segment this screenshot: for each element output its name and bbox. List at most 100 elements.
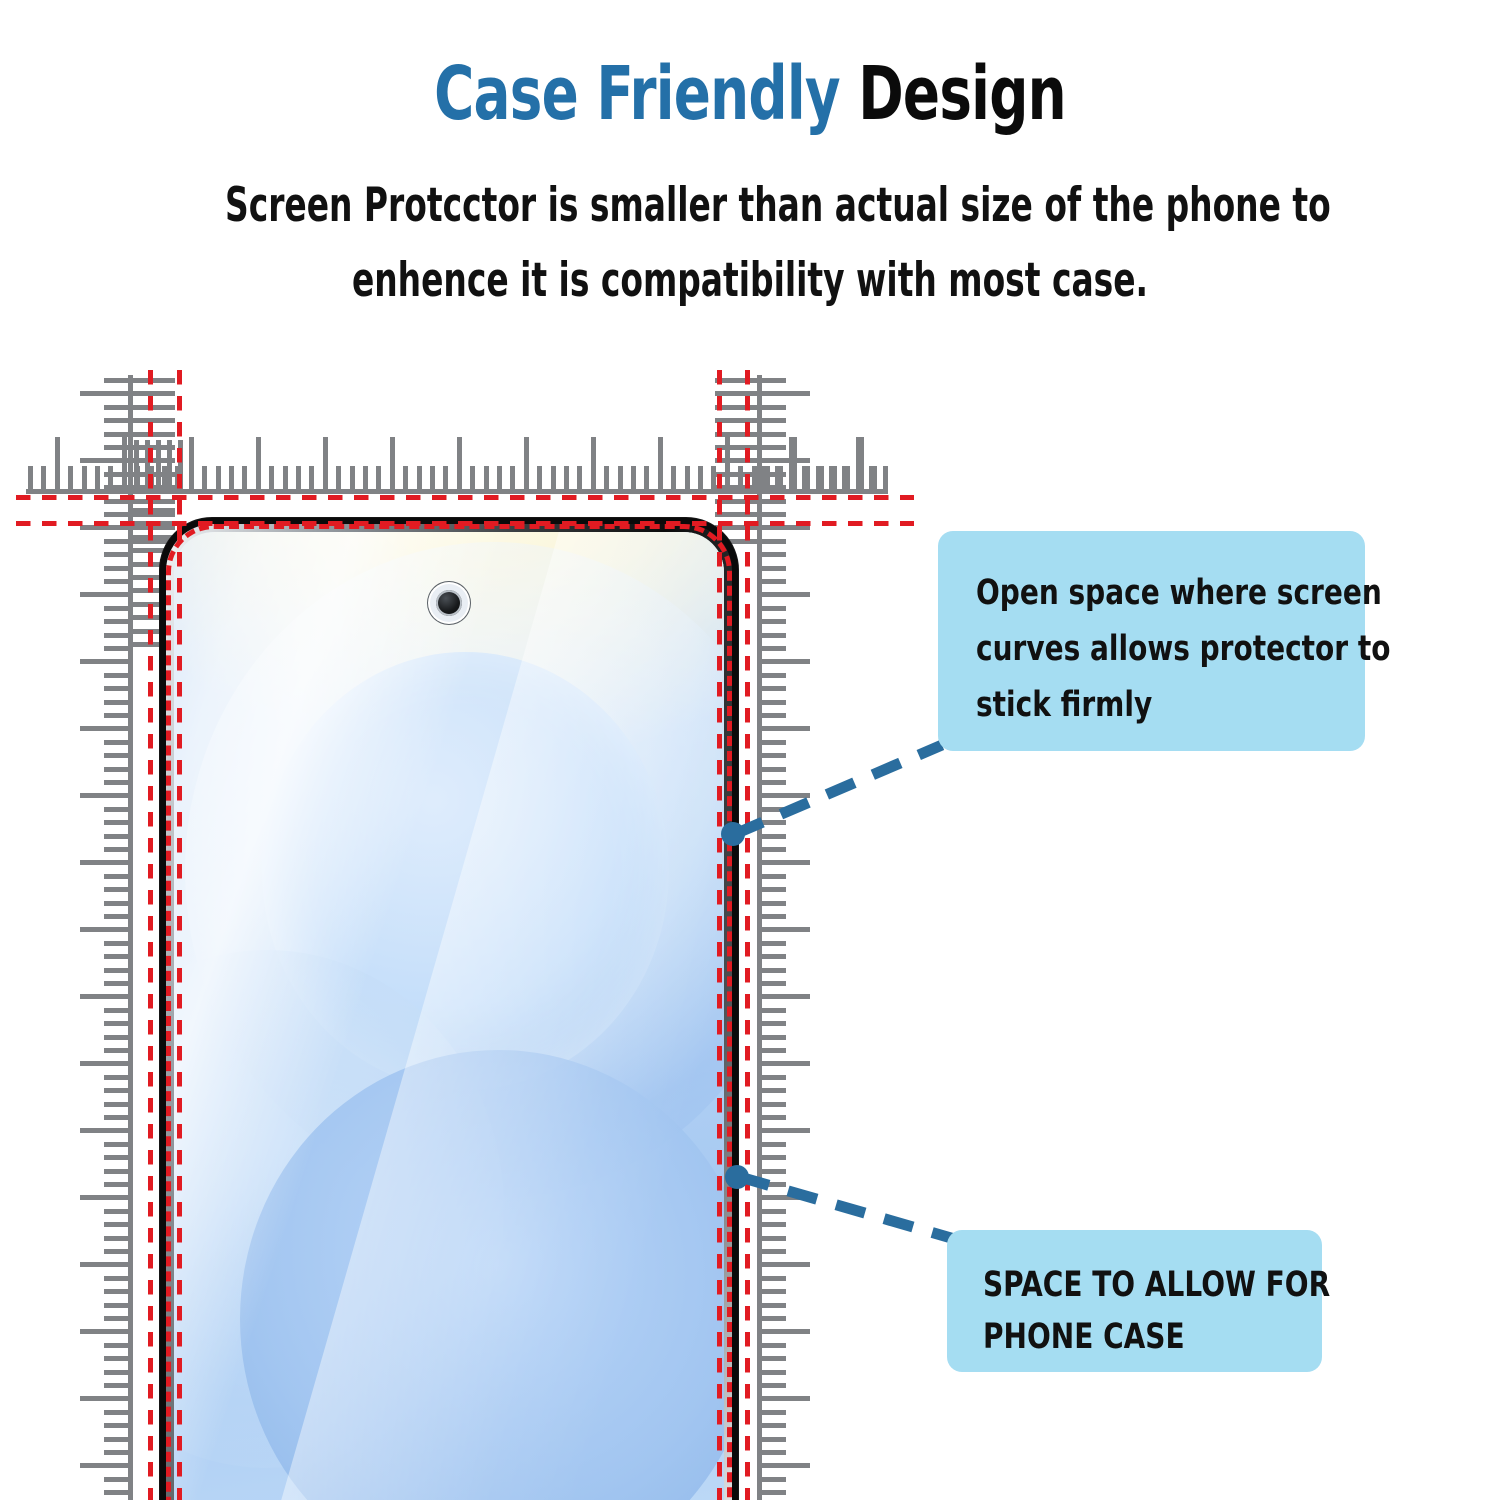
ruler-tick — [762, 1329, 810, 1335]
ruler-tick — [104, 1048, 128, 1053]
ruler-tick — [309, 466, 315, 489]
callout-curve-line-3: stick firmly — [976, 685, 1153, 725]
ruler-tick — [282, 466, 288, 489]
ruler-tick — [715, 485, 757, 491]
ruler-tick — [229, 466, 234, 489]
ruler-tick — [765, 466, 770, 489]
ruler-tick — [443, 466, 449, 489]
ruler-tick — [104, 1168, 128, 1174]
ruler-tick — [818, 466, 824, 489]
ruler-tick — [762, 1262, 810, 1268]
ruler-tick — [104, 1074, 128, 1080]
ruler-tick — [80, 391, 128, 397]
callout-case-line-1: SPACE TO ALLOW FOR — [983, 1265, 1331, 1305]
ruler-tick — [104, 1423, 128, 1429]
ruler-tick — [28, 466, 33, 489]
ruler-tick — [80, 458, 128, 464]
ruler-tick — [762, 445, 786, 450]
ruler-tick — [778, 466, 784, 489]
guide-vertical-inner-left — [177, 370, 182, 1500]
ruler-tick — [80, 525, 128, 531]
ruler-tick — [104, 1182, 128, 1187]
ruler-tick — [104, 806, 128, 812]
ruler-tick — [104, 1115, 128, 1120]
ruler-tick — [762, 418, 786, 424]
ruler-tick — [403, 466, 409, 489]
callout-curve-line-1: Open space where screen — [976, 573, 1382, 613]
ruler-tick — [762, 538, 786, 544]
ruler-tick — [762, 1168, 786, 1174]
ruler-tick — [788, 437, 794, 489]
ruler-tick — [631, 466, 636, 489]
ruler-tick — [104, 820, 128, 826]
ruler-tick — [470, 466, 476, 489]
ruler-tick — [80, 1463, 128, 1469]
ruler-tick — [133, 498, 175, 504]
ruler-tick — [104, 900, 128, 906]
ruler-tick — [104, 753, 128, 759]
ruler-tick — [715, 458, 757, 464]
ruler-tick — [133, 418, 175, 424]
ruler-tick — [762, 1115, 786, 1120]
ruler-tick — [762, 686, 786, 692]
ruler-tick — [762, 1182, 786, 1187]
ruler-tick — [762, 753, 786, 759]
guide-horizontal-upper — [16, 495, 914, 500]
ruler-tick — [564, 466, 569, 489]
ruler-tick — [762, 1450, 786, 1455]
ruler-tick — [133, 628, 175, 634]
ruler-tick — [762, 1088, 786, 1094]
ruler-tick — [751, 466, 757, 489]
ruler-tick — [698, 466, 703, 489]
ruler-tick — [104, 605, 128, 611]
ruler-tick — [762, 565, 786, 571]
ruler-tick — [684, 466, 690, 489]
ruler-tick — [104, 1342, 128, 1348]
ruler-tick — [805, 466, 811, 489]
ruler-tick — [104, 1235, 128, 1241]
ruler-tick — [604, 466, 610, 489]
leader-dot-curve — [721, 822, 745, 846]
ruler-tick — [363, 466, 368, 489]
ruler-tick — [762, 1061, 810, 1067]
ruler-tick — [762, 713, 786, 718]
ruler-tick — [762, 632, 786, 638]
smartphone-front-view — [160, 518, 738, 1500]
ruler-tick — [104, 766, 128, 772]
ruler-tick — [762, 1235, 786, 1241]
ruler-tick — [104, 954, 128, 960]
ruler-tick — [715, 525, 757, 531]
ruler-tick — [715, 538, 757, 544]
ruler-tick — [104, 873, 128, 879]
ruler-tick — [882, 466, 888, 489]
ruler-tick — [762, 672, 786, 678]
ruler-tick — [762, 1316, 786, 1321]
ruler-tick — [762, 1101, 786, 1107]
ruler-tick — [762, 1409, 786, 1415]
ruler-spine — [760, 489, 888, 494]
ruler-tick — [762, 659, 810, 665]
ruler-tick — [133, 534, 175, 540]
ruler-tick — [104, 672, 128, 678]
ruler-tick — [336, 466, 342, 489]
ruler-tick — [269, 466, 275, 489]
ruler-tick — [762, 1128, 810, 1134]
ruler-tick — [104, 967, 128, 973]
ruler-tick — [104, 914, 128, 919]
ruler-tick — [68, 466, 74, 489]
ruler-tick — [104, 1383, 128, 1388]
ruler-tick — [762, 1275, 786, 1281]
ruler-tick — [762, 1074, 786, 1080]
ruler-tick — [104, 418, 128, 424]
ruler-tick — [104, 1249, 128, 1254]
ruler-tick — [133, 588, 175, 594]
ruler-tick — [842, 466, 848, 489]
ruler-tick — [762, 378, 786, 383]
ruler-tick — [104, 1316, 128, 1321]
ruler-tick — [104, 1289, 128, 1295]
ruler-tick — [104, 1356, 128, 1362]
ruler-tick — [104, 1007, 128, 1013]
ruler-tick — [104, 1302, 128, 1308]
ruler-tick — [762, 847, 786, 852]
